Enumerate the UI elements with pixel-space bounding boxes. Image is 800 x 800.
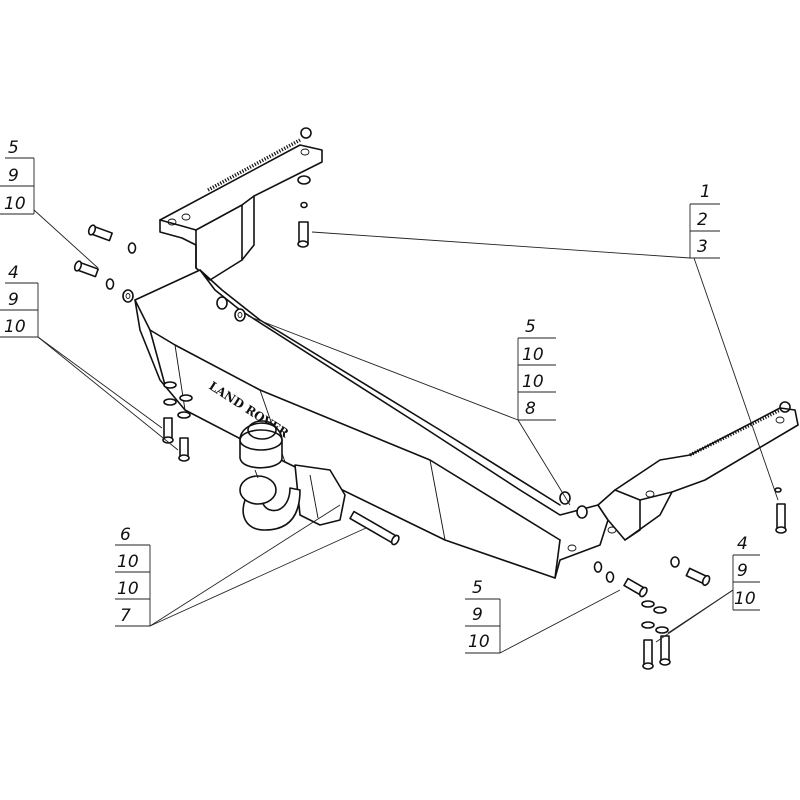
callout-number: 9 [737, 561, 748, 581]
callout-center-right: 5 10 10 8 [517, 317, 556, 421]
callout-number: 9 [8, 166, 19, 186]
nuts-left-beam [216, 296, 246, 322]
callout-number: 10 [522, 345, 544, 365]
callout-number: 8 [525, 399, 536, 419]
callout-bottom-left: 6 10 10 7 [115, 525, 151, 627]
callout-number: 10 [117, 552, 139, 572]
callout-number: 10 [734, 589, 756, 609]
bolt-group-lower-left [162, 381, 193, 462]
callout-number: 3 [697, 237, 708, 257]
callout-number: 10 [117, 579, 139, 599]
bolt-group-bottom-center [593, 561, 648, 598]
callout-number: 10 [4, 317, 26, 337]
bolt-far-right [774, 487, 787, 534]
callout-number: 9 [472, 605, 483, 625]
callout-top-right: 1 2 3 [689, 182, 720, 259]
callout-number: 10 [468, 632, 490, 652]
callout-number: 4 [737, 534, 748, 554]
callout-bottom-right: 4 9 10 [732, 534, 760, 611]
hitch-pin-bolt [349, 510, 400, 546]
right-mounting-bracket [567, 401, 799, 552]
leader-lines [33, 209, 779, 654]
callout-bottom-center: 5 9 10 [465, 578, 501, 654]
callout-number: 6 [120, 525, 131, 545]
callout-top-left: 5 9 10 [0, 138, 35, 215]
callout-number: 10 [4, 194, 26, 214]
callout-number: 2 [697, 210, 708, 230]
callout-number: 10 [522, 372, 544, 392]
callout-number: 4 [8, 263, 19, 283]
left-mounting-bracket [159, 127, 323, 281]
bolt-top-center [297, 175, 311, 248]
callout-mid-left: 4 9 10 [0, 263, 39, 338]
callout-number: 1 [700, 182, 711, 202]
callout-number: 7 [120, 606, 131, 626]
bolt-group-top-left [73, 224, 137, 303]
callout-number: 5 [525, 317, 536, 337]
callout-number: 5 [8, 138, 19, 158]
callout-number: 9 [8, 290, 19, 310]
bolt-group-bottom-right [641, 556, 711, 670]
callout-number: 5 [472, 578, 483, 598]
